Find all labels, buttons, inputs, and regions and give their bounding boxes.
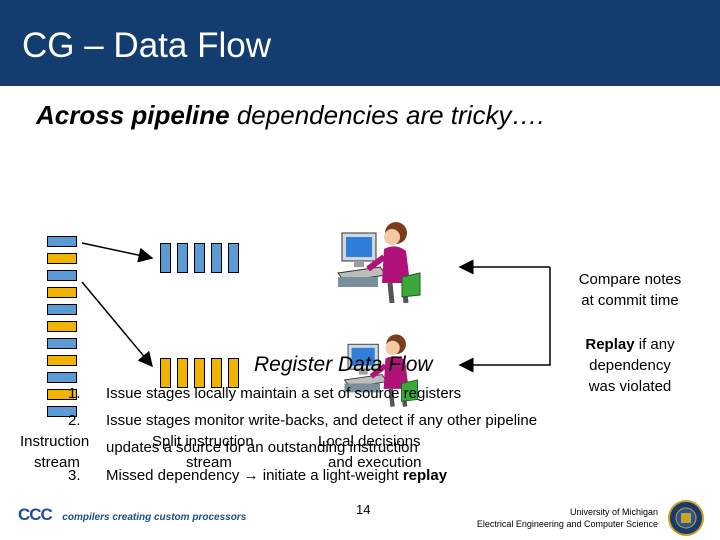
list-item-1: Issue stages locally maintain a set of s… bbox=[106, 385, 461, 402]
page-number: 14 bbox=[356, 502, 371, 517]
subtitle-emphasis: Across pipeline bbox=[36, 100, 230, 130]
stage-bar bbox=[160, 358, 171, 388]
univ-line-1: University of Michigan bbox=[569, 507, 658, 517]
instruction-box bbox=[47, 287, 77, 298]
commit-connector-bottom bbox=[458, 267, 551, 373]
ccc-logo: CCC compilers creating custom processors bbox=[18, 505, 246, 525]
replay-line-2: dependency bbox=[589, 357, 671, 374]
person-at-computer-icon bbox=[343, 334, 418, 407]
instruction-label: Instruction bbox=[20, 433, 90, 450]
slide-subtitle: Across pipeline dependencies are tricky…… bbox=[36, 100, 545, 131]
instruction-box bbox=[47, 355, 77, 366]
yellow-pipeline-stages bbox=[160, 358, 239, 388]
stage-bar bbox=[194, 358, 205, 388]
replay-bold: Replay bbox=[585, 336, 635, 353]
stage-bar bbox=[228, 358, 239, 388]
university-seal-icon bbox=[668, 500, 704, 536]
stage-bar bbox=[194, 243, 205, 273]
person-at-computer-icon bbox=[337, 222, 421, 304]
stage-bar bbox=[177, 358, 188, 388]
list-item-2-line-1: Issue stages monitor write-backs, and de… bbox=[106, 412, 538, 429]
univ-line-2: Electrical Engineering and Computer Scie… bbox=[476, 519, 658, 529]
instruction-box bbox=[47, 389, 77, 400]
university-credit: University of Michigan Electrical Engine… bbox=[477, 506, 658, 530]
local-label-2: and execution bbox=[328, 454, 422, 471]
list-item-1-text: Issue stages locally maintain a set of s… bbox=[106, 385, 462, 402]
stage-bar bbox=[160, 243, 171, 273]
instruction-box bbox=[47, 304, 77, 315]
register-data-flow-title: Register Data Flow bbox=[254, 353, 433, 376]
right-arrow-icon: → bbox=[243, 467, 259, 484]
list-number-3: 3. bbox=[68, 467, 81, 484]
replay-notes-text: Replay if any dependency was violated bbox=[560, 334, 700, 397]
instruction-box bbox=[47, 338, 77, 349]
replay-rest: if any bbox=[634, 336, 675, 353]
replay-line-3: was violated bbox=[588, 378, 672, 395]
stage-bar bbox=[211, 358, 222, 388]
split-arrow-top bbox=[81, 242, 154, 263]
blue-pipeline-stages bbox=[160, 243, 239, 273]
instruction-box bbox=[47, 236, 77, 247]
title-bar: CG – Data Flow bbox=[0, 0, 720, 86]
list-item-3: Missed dependency → initiate a light-wei… bbox=[106, 467, 447, 484]
stage-bar bbox=[177, 243, 188, 273]
stream-label: stream bbox=[34, 454, 80, 471]
ccc-logo-tagline: compilers creating custom processors bbox=[62, 512, 247, 523]
list-item-3-mid: initiate a light-weight bbox=[258, 467, 403, 484]
split-label-1: Split instruction bbox=[152, 433, 254, 450]
list-item-2-line-2: updates a source for an outstanding inst… bbox=[106, 439, 418, 456]
replay-line-1: Replay if any bbox=[560, 334, 700, 355]
instruction-box bbox=[47, 253, 77, 264]
list-item-3-pre: Missed dependency bbox=[106, 467, 244, 484]
split-label-2: stream bbox=[186, 454, 232, 471]
stage-bar bbox=[211, 243, 222, 273]
local-label-1: Local decisions bbox=[318, 433, 421, 450]
list-number-1: 1. bbox=[68, 385, 81, 402]
split-arrow-bottom bbox=[81, 281, 153, 368]
instruction-box bbox=[47, 406, 77, 417]
stage-bar bbox=[228, 243, 239, 273]
instruction-box bbox=[47, 321, 77, 332]
instruction-stream-column bbox=[47, 236, 81, 423]
compare-line-2: at commit time bbox=[581, 292, 679, 309]
list-number-2: 2. bbox=[68, 412, 81, 429]
ccc-logo-icon: CCC bbox=[18, 505, 53, 524]
compare-notes-text: Compare notes at commit time bbox=[560, 269, 700, 311]
instruction-box bbox=[47, 372, 77, 383]
list-item-3-bold: replay bbox=[402, 467, 448, 484]
subtitle-rest: dependencies are tricky…. bbox=[229, 100, 545, 130]
instruction-box bbox=[47, 270, 77, 281]
compare-line-1: Compare notes bbox=[578, 271, 682, 288]
slide-title: CG – Data Flow bbox=[22, 26, 271, 65]
